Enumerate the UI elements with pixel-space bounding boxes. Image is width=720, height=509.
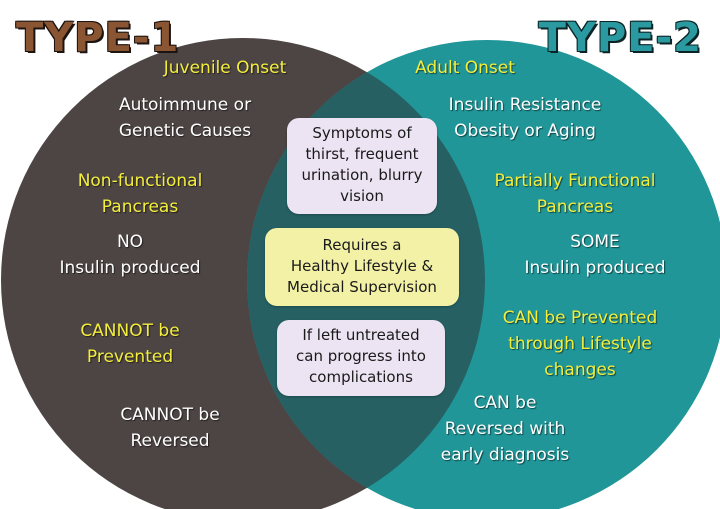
type2-onset: Adult Onset (415, 58, 515, 78)
type2-pancreas: Partially Functional Pancreas (494, 171, 656, 217)
type1-prevention: CANNOT be Prevented (80, 321, 180, 367)
type1-causes: Autoimmune or Genetic Causes (118, 95, 252, 141)
shared-symptoms-box: Symptoms of thirst, frequent urination, … (287, 118, 437, 214)
type1-onset: Juvenile Onset (163, 58, 287, 78)
type2-insulin: SOME Insulin produced (524, 232, 666, 278)
type1-insulin: NO Insulin produced (59, 232, 201, 278)
type1-reversal: CANNOT be Reversed (120, 405, 220, 451)
type2-title: TYPE-2 (538, 15, 702, 61)
shared-lifestyle-box: Requires a Healthy Lifestyle & Medical S… (265, 228, 459, 306)
type1-title: TYPE-1 (16, 15, 180, 61)
type2-prevention: CAN be Prevented through Lifestyle chang… (502, 308, 658, 380)
type2-reversal: CAN be Reversed with early diagnosis (440, 393, 570, 465)
shared-complications-box: If left untreated can progress into comp… (277, 320, 445, 396)
type2-causes: Insulin Resistance Obesity or Aging (448, 95, 602, 141)
type1-pancreas: Non-functional Pancreas (77, 171, 203, 217)
